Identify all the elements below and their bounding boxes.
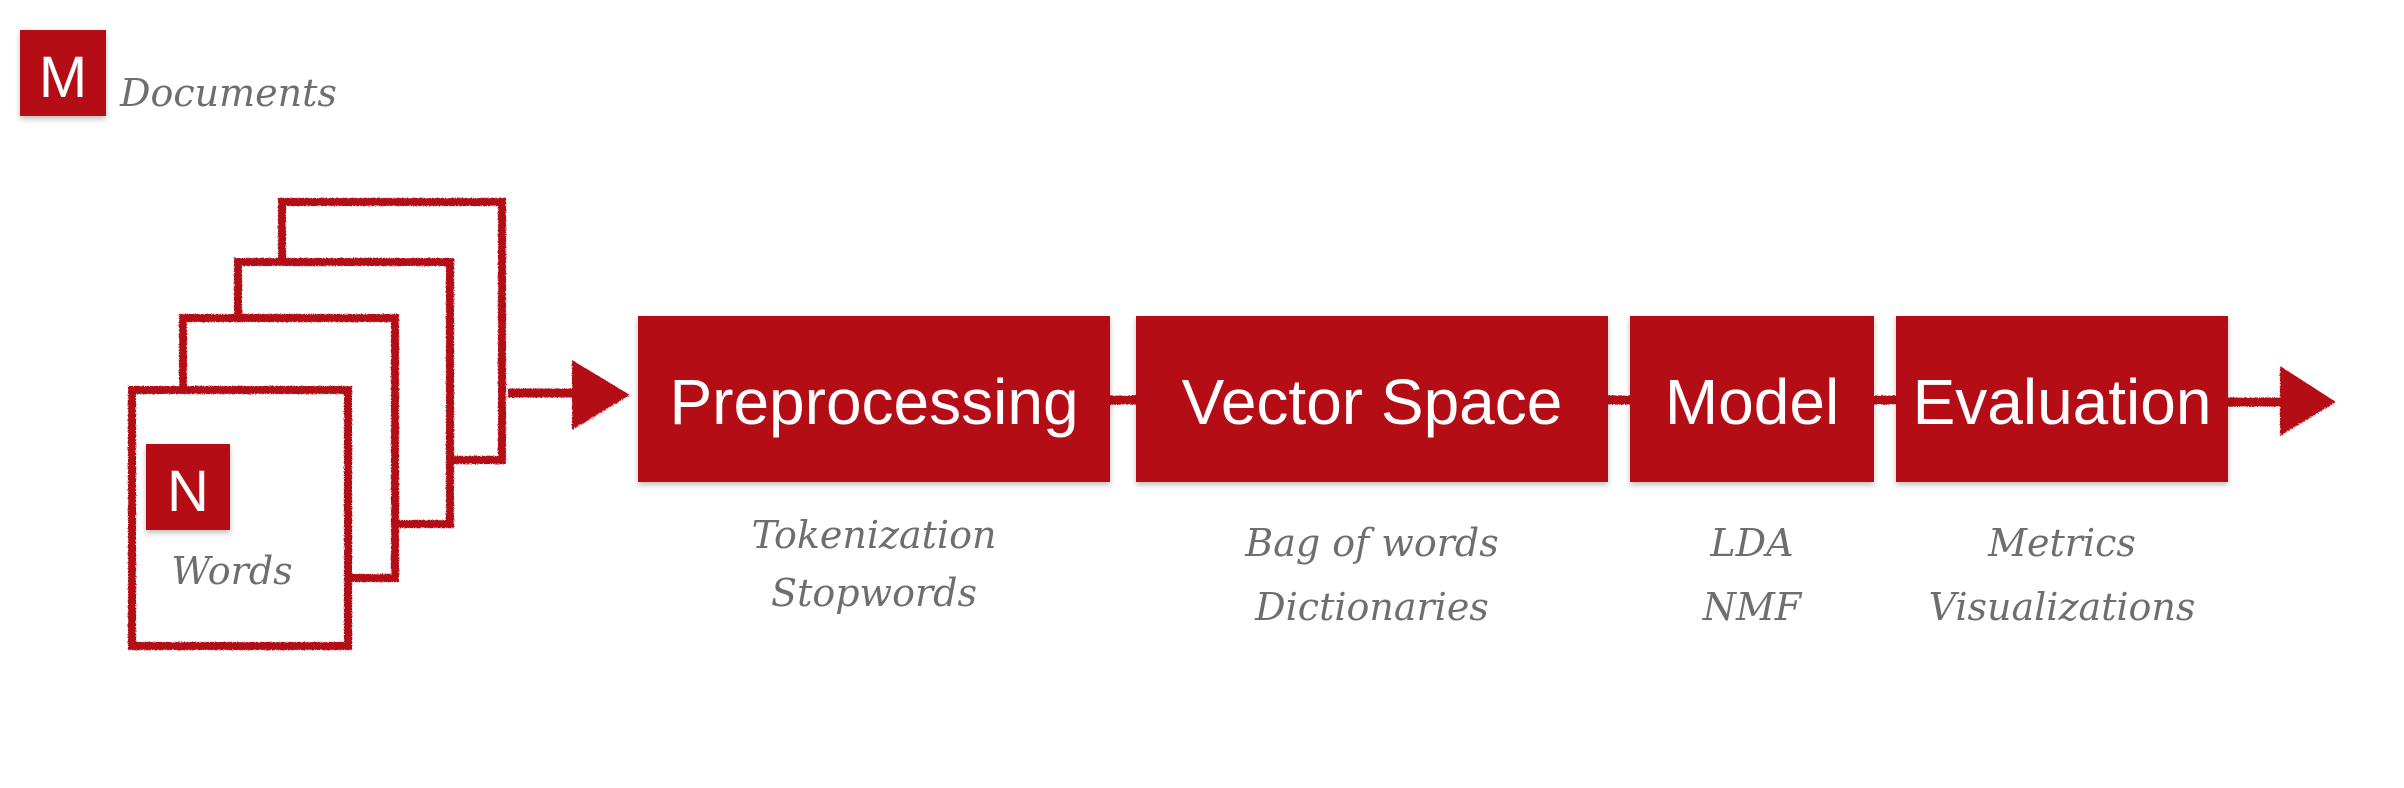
stage-detail: Metrics: [1987, 521, 2136, 565]
stage-detail: Stopwords: [771, 571, 977, 615]
stage-detail: Bag of words: [1244, 521, 1498, 565]
stage-model: Model LDA NMF: [1630, 316, 1874, 629]
document-n-badge: [146, 444, 230, 530]
legend-m-badge: [20, 30, 106, 116]
stage-box: [1630, 316, 1874, 482]
stage-preprocessing: Preprocessing Tokenization Stopwords: [638, 316, 1110, 615]
stage-detail: NMF: [1702, 585, 1803, 629]
stage-vector-space: Vector Space Bag of words Dictionaries: [1136, 316, 1608, 629]
stage-title: Vector Space: [1182, 366, 1563, 438]
input-arrow-head: [572, 360, 630, 430]
connectors: [508, 360, 2336, 436]
stage-detail: LDA: [1709, 521, 1793, 565]
stage-box: [1896, 316, 2228, 482]
output-arrow-head: [2280, 366, 2336, 436]
stage-title: Preprocessing: [669, 366, 1078, 438]
legend: M Documents: [20, 30, 337, 116]
stage-box: [638, 316, 1110, 482]
legend-documents-label: Documents: [119, 71, 337, 115]
legend-m-letter: M: [39, 45, 87, 110]
document-n-letter: N: [167, 459, 209, 524]
stage-detail: Tokenization: [752, 513, 997, 557]
stage-evaluation: Evaluation Metrics Visualizations: [1896, 316, 2228, 629]
stage-detail: Visualizations: [1929, 585, 2196, 629]
stage-title: Model: [1665, 366, 1839, 438]
stage-box: [1136, 316, 1608, 482]
document-stack-labels: N Words: [146, 444, 293, 593]
document-words-label: Words: [171, 549, 292, 593]
stage-detail: Dictionaries: [1254, 585, 1489, 629]
stage-title: Evaluation: [1913, 366, 2212, 438]
